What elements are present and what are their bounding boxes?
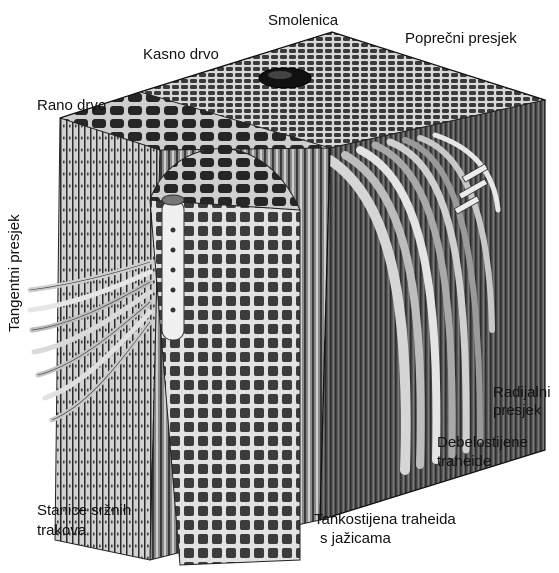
label-debelostijene-1: Debelostijene — [437, 434, 528, 452]
label-poprecni-presjek: Poprečni presjek — [405, 30, 517, 48]
label-stanice-2: trakova — [37, 522, 86, 540]
label-tankostijena-2: s jažicama — [320, 530, 391, 548]
label-stanice-1: Stanice sržnih — [37, 502, 131, 520]
label-smolenica: Smolenica — [268, 12, 338, 30]
label-debelostijene-2: traheide — [437, 453, 491, 471]
label-radijalni-1: Radijalni — [493, 384, 551, 402]
label-tangentni-presjek: Tangentni presjek — [6, 214, 24, 332]
label-rano-drvo: Rano drvo — [37, 97, 106, 115]
label-radijalni-2: presjek — [493, 402, 541, 420]
label-kasno-drvo: Kasno drvo — [143, 46, 219, 64]
label-tankostijena-1: Tankostijena traheida — [314, 511, 456, 529]
pitted-tracheid — [162, 195, 184, 340]
